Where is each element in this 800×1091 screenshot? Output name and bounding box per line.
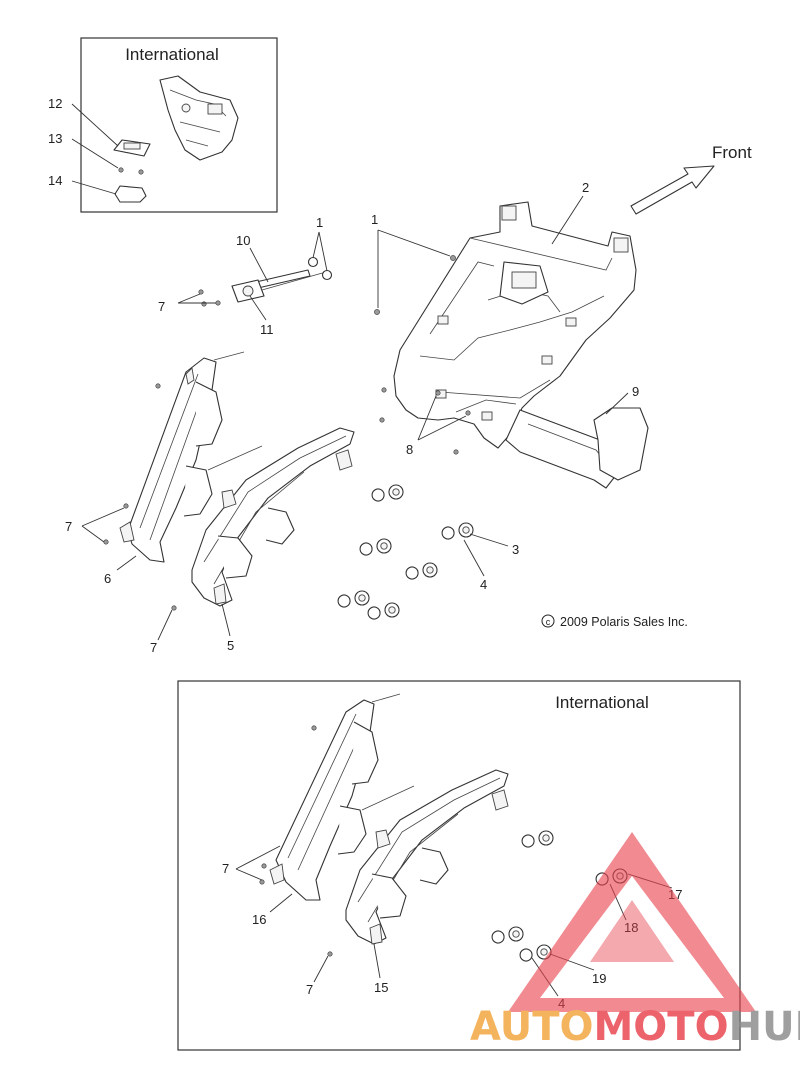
callout-2: 2 xyxy=(582,180,589,195)
bulbs-main xyxy=(337,484,474,620)
top-inset-title: International xyxy=(125,45,219,64)
callout-1a: 1 xyxy=(316,215,323,230)
callout-7a: 7 xyxy=(158,299,165,314)
callout-8: 8 xyxy=(406,442,413,457)
callout-7-bottom-b: 7 xyxy=(306,982,313,997)
top-inset-frame xyxy=(80,37,278,213)
automotohub-watermark: AUTOMOTOHUB xyxy=(470,832,800,1050)
callout-3: 3 xyxy=(512,542,519,557)
bracket-10-11-drawing xyxy=(198,256,333,307)
frame-2-drawing xyxy=(393,201,637,489)
callout-7-bottom-a: 7 xyxy=(222,861,229,876)
warning-triangle-icon xyxy=(508,832,756,1012)
bottom-inset-frame xyxy=(177,680,741,1051)
watermark-hub: HUB xyxy=(729,1004,800,1050)
callout-18: 18 xyxy=(624,920,638,935)
copyright-c-glyph: c xyxy=(546,617,551,627)
front-arrow: Front xyxy=(630,143,752,215)
callout-1b: 1 xyxy=(371,212,378,227)
headlight-6-drawing xyxy=(119,351,263,563)
headlight-16-drawing xyxy=(269,693,415,901)
headlight-15-drawing xyxy=(345,769,509,945)
copyright-notice: c 2009 Polaris Sales Inc. xyxy=(541,614,688,629)
plate-9-drawing xyxy=(593,407,649,481)
plate-12-drawing xyxy=(113,139,151,175)
callout-19: 19 xyxy=(592,971,606,986)
callout-7b: 7 xyxy=(65,519,72,534)
headlight-5-drawing xyxy=(191,427,355,607)
callout-5: 5 xyxy=(227,638,234,653)
top-international-inset: International 12 13 14 xyxy=(48,37,278,213)
mount-bracket-drawing xyxy=(159,75,239,161)
watermark-text: AUTOMOTOHUB xyxy=(470,1004,800,1050)
bottom-inset-title: International xyxy=(555,693,649,712)
copyright-text: 2009 Polaris Sales Inc. xyxy=(560,615,688,629)
frame-bolts xyxy=(374,255,471,455)
callout-6: 6 xyxy=(104,571,111,586)
callout-10: 10 xyxy=(236,233,250,248)
main-leaders xyxy=(81,195,629,641)
callout-13: 13 xyxy=(48,131,62,146)
watermark-moto: MOTO xyxy=(594,1004,729,1050)
callout-15: 15 xyxy=(374,980,388,995)
light-14-drawing xyxy=(114,185,147,203)
callout-16: 16 xyxy=(252,912,266,927)
headlight-bolts xyxy=(103,383,177,611)
callout-12: 12 xyxy=(48,96,62,111)
bottom-international-inset: International xyxy=(177,680,741,1051)
front-label: Front xyxy=(712,143,752,162)
callout-14: 14 xyxy=(48,173,62,188)
callout-7c: 7 xyxy=(150,640,157,655)
copyright-icon xyxy=(541,614,555,628)
callout-9: 9 xyxy=(632,384,639,399)
callout-4: 4 xyxy=(480,577,487,592)
watermark-auto: AUTO xyxy=(470,1004,594,1050)
callout-11: 11 xyxy=(260,322,274,337)
